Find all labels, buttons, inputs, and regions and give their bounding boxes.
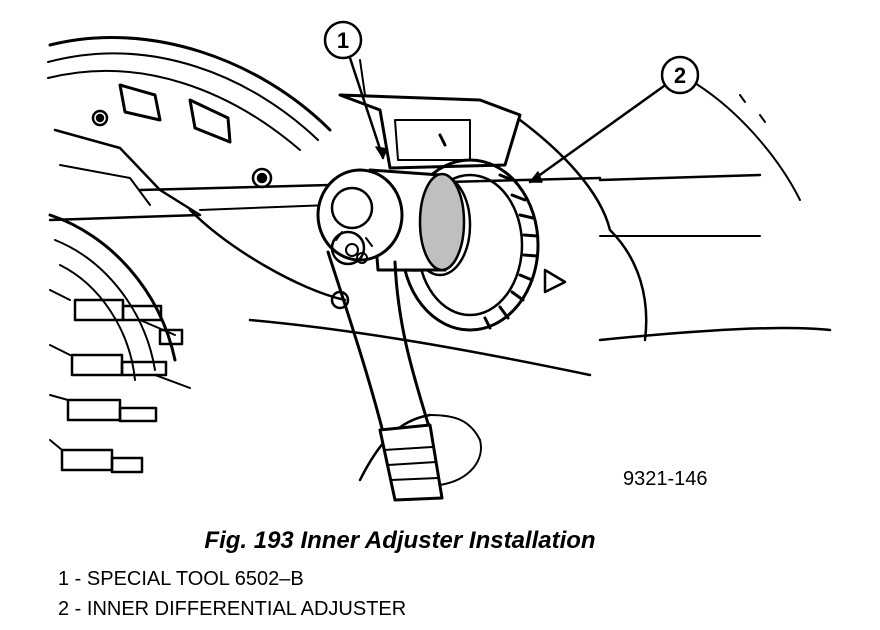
- callout-2: 2: [528, 55, 700, 184]
- callout-1: 1: [323, 20, 388, 160]
- figure-caption: Fig. 193 Inner Adjuster Installation: [204, 527, 596, 554]
- callout-2-number: 2: [674, 63, 686, 88]
- figure-reference-number: 9321-146: [623, 468, 708, 490]
- axle-housing: [138, 59, 832, 486]
- ring-gear: [47, 36, 332, 474]
- special-tool-6502b: [316, 168, 466, 502]
- callout-1-number: 1: [337, 28, 349, 53]
- inner-adjuster-illustration: 1 2: [47, 20, 832, 502]
- legend-item-2: 2 - INNER DIFFERENTIAL ADJUSTER: [58, 598, 407, 620]
- legend-item-1: 1 - SPECIAL TOOL 6502–B: [58, 568, 304, 590]
